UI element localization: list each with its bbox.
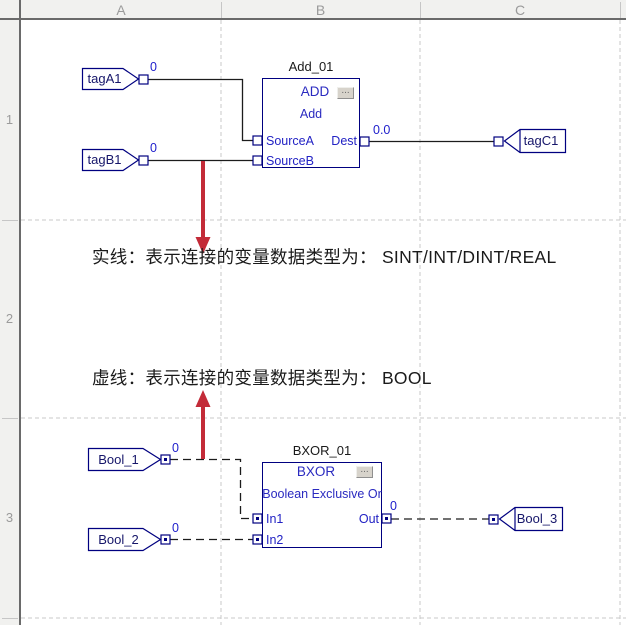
tag-label: Bool_3 xyxy=(516,511,558,526)
column-header-b[interactable]: B xyxy=(315,2,326,18)
bxor-description: Boolean Exclusive Or xyxy=(262,487,382,501)
wire-bool1-to-in1[interactable] xyxy=(170,458,253,520)
connector-sourceB[interactable] xyxy=(252,155,263,166)
column-header-strip: A B C xyxy=(21,0,626,20)
add-description: Add xyxy=(299,107,323,121)
bxor-pin-in1[interactable]: In1 xyxy=(266,512,284,526)
row-header-2[interactable]: 2 xyxy=(5,311,14,326)
arrow-down-solid-line xyxy=(195,161,211,254)
row-header-1[interactable]: 1 xyxy=(5,112,14,127)
row-divider xyxy=(2,220,18,221)
add-pin-sourceA[interactable]: SourceA xyxy=(266,134,314,148)
tag-tagB1[interactable]: tagB1 xyxy=(81,148,140,172)
tagA1-value[interactable]: 0 xyxy=(150,60,157,74)
connector-tagA1[interactable] xyxy=(138,74,149,85)
output-tag-shape xyxy=(498,506,564,532)
tag-label: tagC1 xyxy=(523,133,559,148)
tag-tagC1[interactable]: tagC1 xyxy=(503,128,567,154)
input-tag-shape xyxy=(81,67,140,91)
row-divider xyxy=(2,418,18,419)
dashed-line-note[interactable]: 虚线：表示连接的变量数据类型为： BOOL xyxy=(92,368,432,388)
input-tag-shape xyxy=(87,527,162,552)
sheet-gridlines xyxy=(21,20,626,625)
bxor-block-title: BXOR_01 xyxy=(292,443,352,458)
tag-tagA1[interactable]: tagA1 xyxy=(81,67,140,91)
tag-bool1[interactable]: Bool_1 xyxy=(87,447,162,472)
column-header-a[interactable]: A xyxy=(116,2,126,18)
bool1-value[interactable]: 0 xyxy=(172,441,179,455)
tag-label: tagB1 xyxy=(87,152,122,167)
add-block-title: Add_01 xyxy=(288,59,334,74)
add-pin-sourceB[interactable]: SourceB xyxy=(266,154,314,168)
row-header-strip: 1 2 3 xyxy=(0,20,21,625)
tag-bool2[interactable]: Bool_2 xyxy=(87,527,162,552)
solid-line-note[interactable]: 实线：表示连接的变量数据类型为： SINT/INT/DINT/REAL xyxy=(92,247,557,267)
out-value[interactable]: 0 xyxy=(390,499,397,513)
wire-tagA1-to-sourceA[interactable] xyxy=(148,78,253,142)
connector-sourceA[interactable] xyxy=(252,135,263,146)
row-divider xyxy=(2,618,18,619)
tag-bool3[interactable]: Bool_3 xyxy=(498,506,564,532)
add-pin-dest[interactable]: Dest xyxy=(331,134,357,148)
column-divider xyxy=(221,2,222,18)
column-divider xyxy=(620,2,621,18)
input-tag-shape xyxy=(81,148,140,172)
connector-tagB1[interactable] xyxy=(138,155,149,166)
dest-value[interactable]: 0.0 xyxy=(373,123,391,137)
arrow-up-dashed-line xyxy=(195,390,211,459)
bxor-pin-out[interactable]: Out xyxy=(358,512,379,526)
output-tag-shape xyxy=(503,128,567,154)
connector-dest[interactable] xyxy=(359,136,370,147)
bool-connector-dots xyxy=(164,458,495,541)
add-mnemonic: ADD xyxy=(300,84,330,99)
tag-label: tagA1 xyxy=(87,71,122,86)
connector-tagC1[interactable] xyxy=(493,136,504,147)
tagB1-value[interactable]: 0 xyxy=(150,141,157,155)
add-properties-button[interactable]: ... xyxy=(337,86,354,99)
column-divider xyxy=(420,2,421,18)
grid-corner-cell xyxy=(0,0,21,20)
column-header-c[interactable]: C xyxy=(514,2,526,18)
bxor-pin-in2[interactable]: In2 xyxy=(266,533,284,547)
input-tag-shape xyxy=(87,447,162,472)
tag-label: Bool_2 xyxy=(98,532,139,547)
bxor-properties-button[interactable]: ... xyxy=(356,465,373,478)
tag-label: Bool_1 xyxy=(98,452,139,467)
bool2-value[interactable]: 0 xyxy=(172,521,179,535)
row-header-3[interactable]: 3 xyxy=(5,510,14,525)
bxor-mnemonic: BXOR xyxy=(296,464,336,479)
